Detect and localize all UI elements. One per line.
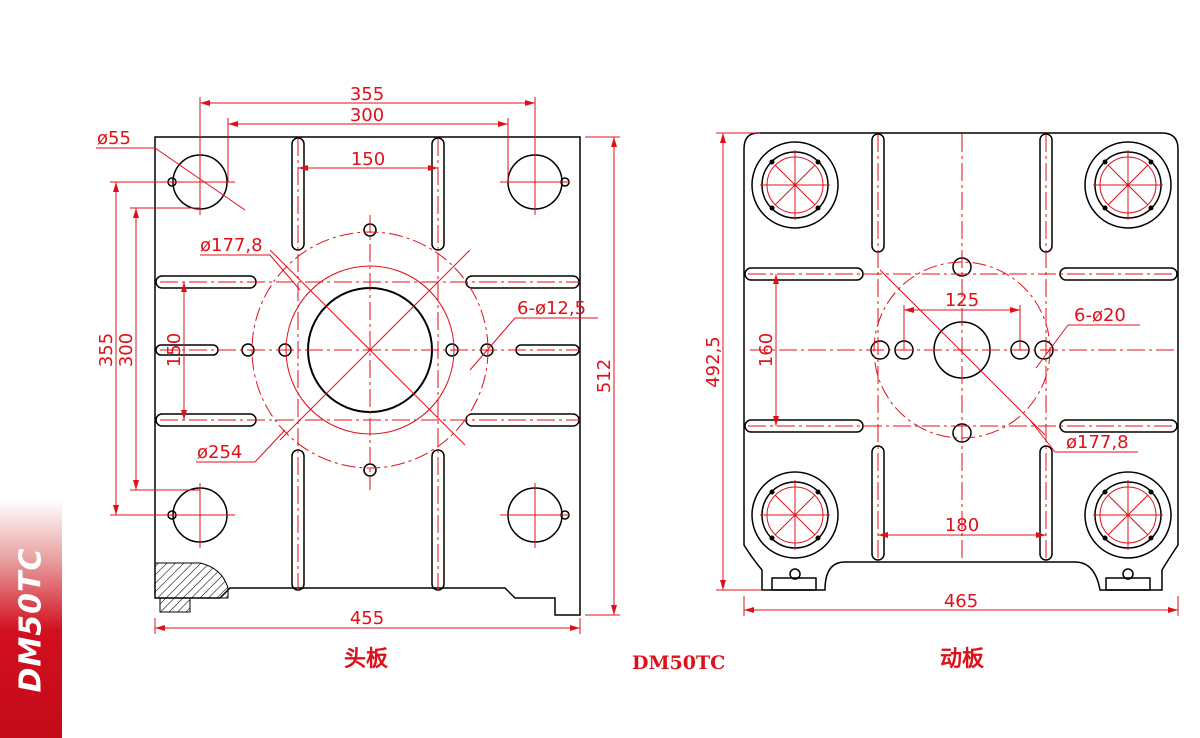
moving-tiebar-bores	[751, 141, 1172, 559]
moving-dim-4925: 492,5	[703, 336, 724, 388]
head-plate-outline	[154, 136, 581, 616]
head-plate-section-hatch	[154, 562, 229, 599]
head-plate-drawing: 355 300 150 ø55 ø177,8 6-ø12,5 ø254 455 …	[96, 84, 620, 634]
head-dim-455: 455	[350, 608, 384, 629]
head-dim-150-top: 150	[351, 149, 385, 170]
head-dim-d55: ø55	[97, 128, 131, 149]
side-brand-label: DM50TC	[13, 547, 49, 693]
moving-dim-465: 465	[944, 591, 978, 612]
moving-plate-outline	[743, 132, 1179, 591]
moving-dim-holes: 6-ø20	[1074, 305, 1126, 326]
head-dim-300-top: 300	[350, 105, 384, 126]
head-dim-512: 512	[594, 359, 615, 393]
moving-dim-160: 160	[756, 333, 777, 367]
moving-dim-180: 180	[945, 515, 979, 536]
moving-plate-caption: 动板	[940, 646, 985, 672]
moving-dim-125: 125	[945, 290, 979, 311]
side-brand-tab: DM50TC	[0, 500, 62, 738]
head-plate-caption: 头板	[344, 646, 389, 672]
head-dim-d254: ø254	[197, 442, 242, 463]
moving-dim-d177: ø177,8	[1066, 432, 1129, 453]
head-dim-355-top: 355	[350, 84, 384, 105]
model-label: DM50TC	[632, 652, 726, 674]
head-dim-d177: ø177,8	[200, 235, 263, 256]
head-dim-holes: 6-ø12,5	[517, 298, 586, 319]
moving-plate-drawing: 492,5 160 125 6-ø20 ø177,8 180 465	[703, 132, 1179, 616]
head-dim-150-left: 150	[164, 333, 185, 367]
head-dim-355-left: 355	[96, 333, 117, 367]
head-dim-300-left: 300	[116, 333, 137, 367]
